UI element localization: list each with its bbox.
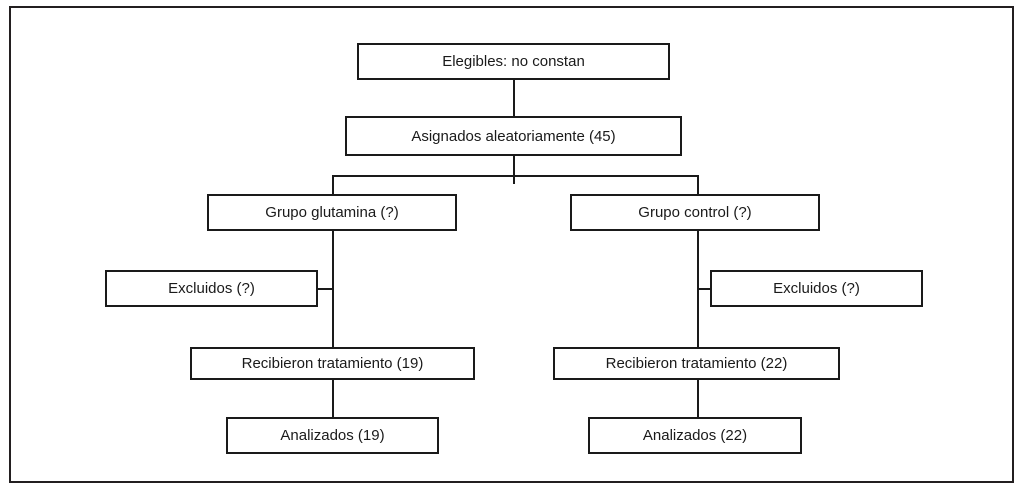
node-excluded-right[interactable]: Excluidos (?) [710, 270, 923, 307]
diagram-frame: Elegibles: no constan Asignados aleatori… [9, 6, 1014, 483]
node-eligible[interactable]: Elegibles: no constan [357, 43, 670, 80]
connector-treated-right-to-analyzed-right [697, 378, 699, 420]
node-group-control[interactable]: Grupo control (?) [570, 194, 820, 231]
node-treated-right[interactable]: Recibieron tratamiento (22) [553, 347, 840, 380]
connector-split-to-group-left [332, 175, 334, 195]
node-group-glutamine[interactable]: Grupo glutamina (?) [207, 194, 457, 231]
connector-branch-split-bar [332, 175, 699, 177]
node-randomized[interactable]: Asignados aleatoriamente (45) [345, 116, 682, 156]
node-treated-left[interactable]: Recibieron tratamiento (19) [190, 347, 475, 380]
node-excluded-left[interactable]: Excluidos (?) [105, 270, 318, 307]
node-analyzed-right[interactable]: Analizados (22) [588, 417, 802, 454]
connector-randomized-down [513, 154, 515, 184]
connector-eligible-to-randomized [513, 79, 515, 124]
connector-excluded-left-stub [316, 288, 334, 290]
connector-treated-left-to-analyzed-left [332, 378, 334, 420]
connector-split-to-group-right [697, 175, 699, 195]
connector-excluded-right-stub [697, 288, 715, 290]
node-analyzed-left[interactable]: Analizados (19) [226, 417, 439, 454]
